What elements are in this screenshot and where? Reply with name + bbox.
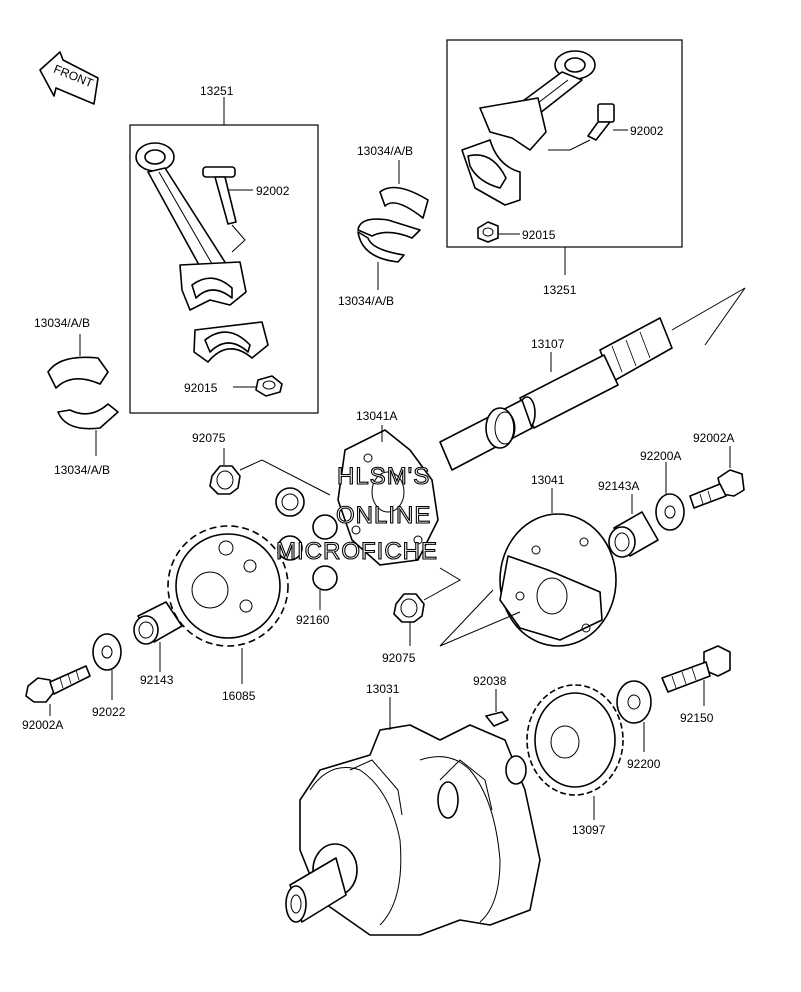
shaft-gear (485, 407, 516, 449)
bolt-92150: 92150 (661, 645, 731, 725)
conrod-box-left: 13251 92002 92015 (129, 84, 319, 414)
label-92002-right: 92002 (630, 124, 664, 138)
label-92143: 92143 (140, 673, 174, 687)
label-16085: 16085 (222, 689, 256, 703)
label-92015-right: 92015 (522, 228, 556, 242)
washer-92200: 92200 (616, 680, 661, 771)
rod-cap-left (193, 321, 269, 363)
balancer-shaft: 13107 (439, 287, 746, 471)
crankshaft-gear-13097: 13097 (526, 684, 624, 837)
label-92160: 92160 (296, 613, 330, 627)
watermark-line3: MICROFICHE (276, 538, 438, 565)
label-92075-top: 92075 (192, 431, 226, 445)
washer-92022: 92022 (92, 633, 126, 719)
bolt-92002A-right: 92002A (689, 431, 745, 509)
label-13251-right: 13251 (543, 283, 577, 297)
label-13041: 13041 (531, 473, 565, 487)
crankshaft-13031: 13031 (285, 682, 541, 936)
label-92075-bottom: 92075 (382, 651, 416, 665)
label-92002A-right: 92002A (693, 431, 734, 445)
label-13031: 13031 (366, 682, 400, 696)
balancer-weight-a: 13041A (337, 409, 439, 566)
label-13041A: 13041A (356, 409, 397, 423)
rod-nut-left (233, 375, 283, 397)
label-92022: 92022 (92, 705, 126, 719)
label-92002-left: 92002 (256, 184, 290, 198)
label-92015-left: 92015 (184, 381, 218, 395)
label-92038: 92038 (473, 674, 507, 688)
rod-bolt-left (202, 166, 253, 253)
balancer-gear-16085: 16085 (167, 525, 289, 703)
bolt-92002A-left: 92002A (22, 665, 91, 732)
washer-92200A: 92200A (640, 449, 685, 531)
label-92200A: 92200A (640, 449, 681, 463)
label-13097: 13097 (572, 823, 606, 837)
label-92150: 92150 (680, 711, 714, 725)
collars-92160: 92160 (275, 487, 338, 627)
label-13034-box-bottom: 13034/A/B (338, 294, 394, 308)
bearing-shells-middle: 13034/A/B 13034/A/B (338, 144, 429, 308)
rod-nut-right (477, 221, 520, 243)
watermark-line2: ONLINE (336, 502, 431, 529)
connecting-rod-left (135, 142, 247, 311)
collar-92143A: 92143A (598, 479, 659, 558)
label-13107: 13107 (531, 337, 565, 351)
label-92143A: 92143A (598, 479, 639, 493)
conrod-box-right: 92002 92015 13251 (446, 39, 683, 297)
label-13034-left-bottom: 13034/A/B (54, 463, 110, 477)
balancer-weight-13041: 13041 (439, 473, 617, 647)
label-92002A-left: 92002A (22, 718, 63, 732)
front-arrow-icon: FRONT (39, 51, 99, 105)
label-13251-left: 13251 (200, 84, 234, 98)
needle-bearing-bottom: 92075 (382, 567, 461, 665)
label-13034-box-top: 13034/A/B (357, 144, 413, 158)
rod-bolt-right (548, 103, 628, 151)
needle-bearing-top: 92075 (192, 431, 331, 496)
collar-92143: 92143 (133, 601, 183, 687)
label-13034-left-top: 13034/A/B (34, 316, 90, 330)
connecting-rod-right (461, 50, 596, 206)
watermark: HLSM'S ONLINE MICROFICHE (275, 462, 438, 565)
label-92200: 92200 (627, 757, 661, 771)
watermark-line1: HLSM'S (337, 463, 430, 490)
bearing-shells-left: 13034/A/B 13034/A/B (34, 316, 119, 477)
key-92038: 92038 (473, 674, 509, 727)
